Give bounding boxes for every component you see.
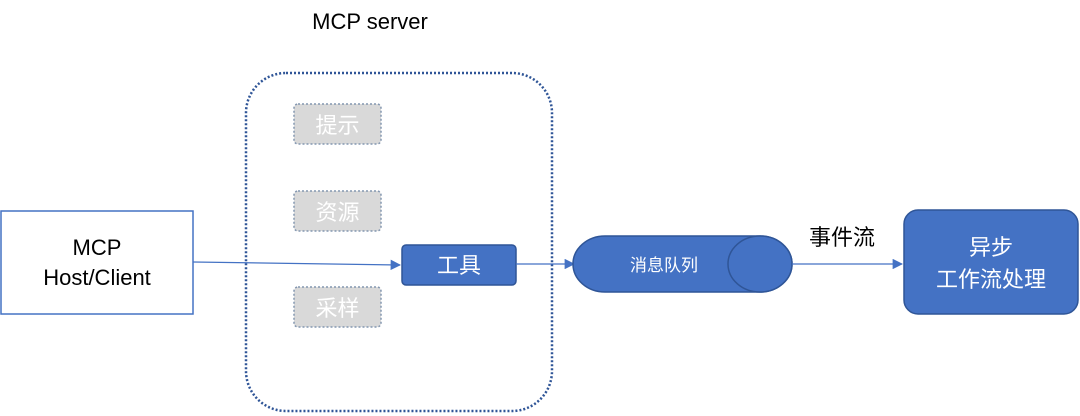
client-label-line1: MCP — [73, 235, 122, 260]
message-queue: 消息队列 — [572, 235, 793, 293]
capability-prompts: 提示 — [293, 103, 382, 145]
capability-resources-label: 资源 — [315, 201, 359, 226]
capability-sampling: 采样 — [293, 286, 382, 328]
processor-label-line2: 工作流处理 — [936, 268, 1046, 293]
processor-label-line1: 异步 — [969, 236, 1013, 261]
capability-tools: 工具 — [401, 244, 517, 286]
client-label-line2: Host/Client — [43, 265, 151, 290]
capability-resources: 资源 — [293, 190, 382, 232]
edge-client-to-tool — [192, 259, 402, 271]
edge-label-event-stream: 事件流 — [809, 226, 875, 251]
processor-node: 异步 工作流处理 — [903, 209, 1079, 315]
capability-tools-label: 工具 — [437, 254, 481, 279]
capability-sampling-label: 采样 — [315, 297, 359, 322]
message-queue-label: 消息队列 — [630, 256, 698, 276]
server-title: MCP server — [312, 9, 428, 34]
server-container — [244, 71, 554, 413]
capability-prompts-label: 提示 — [315, 114, 359, 139]
client-node: MCP Host/Client — [0, 210, 194, 315]
